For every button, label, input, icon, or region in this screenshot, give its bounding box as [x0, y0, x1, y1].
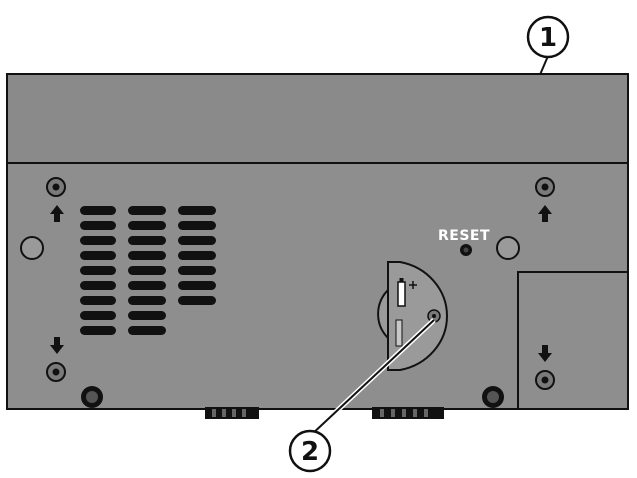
vent-slot [128, 266, 166, 275]
callout-2: 2 [288, 429, 332, 473]
vent-slot [128, 206, 166, 215]
screw-icon [535, 177, 555, 197]
vent-slot [128, 296, 166, 305]
vent-slot [178, 206, 216, 215]
callout-2-number: 2 [301, 437, 319, 467]
vent-grille [80, 206, 216, 335]
reset-button[interactable] [460, 244, 472, 256]
device-top-lip [6, 73, 629, 165]
arrow-up-icon [538, 205, 552, 222]
vent-slot [80, 296, 116, 305]
vent-slot [178, 281, 216, 290]
vent-slot [80, 311, 116, 320]
vent-slot [128, 221, 166, 230]
vent-slot [128, 326, 166, 335]
vent-slot [80, 326, 116, 335]
reset-label: RESET [438, 228, 490, 244]
screw-icon [46, 362, 66, 382]
vent-slot [80, 221, 116, 230]
vent-slot [178, 296, 216, 305]
rubber-foot [482, 386, 504, 408]
arrow-down-icon [50, 337, 64, 354]
callout-1: 1 [526, 15, 570, 59]
vent-slot [80, 281, 116, 290]
mount-hole [20, 236, 44, 260]
rubber-foot [81, 386, 103, 408]
side-compartment [517, 271, 629, 410]
callout-1-number: 1 [539, 23, 557, 53]
vent-slot [178, 266, 216, 275]
vent-slot [128, 281, 166, 290]
vent-slot [80, 206, 116, 215]
vent-slot [80, 236, 116, 245]
callout-line-2 [309, 319, 435, 437]
vent-slot [128, 311, 166, 320]
vent-slot [178, 221, 216, 230]
screw-icon [535, 370, 555, 390]
arrow-down-icon [538, 345, 552, 362]
vent-slot [128, 236, 166, 245]
vent-slot [80, 266, 116, 275]
battery-icon [397, 278, 417, 307]
vent-slot [80, 251, 116, 260]
arrow-up-icon [50, 205, 64, 222]
device-body [6, 73, 629, 410]
vent-slot [178, 236, 216, 245]
screw-icon [46, 177, 66, 197]
vent-slot [128, 251, 166, 260]
vent-slot [178, 251, 216, 260]
mount-hole [496, 236, 520, 260]
bottom-connector [205, 407, 259, 419]
bottom-connector [372, 407, 444, 419]
lid-marking [395, 319, 403, 347]
battery-cover[interactable] [377, 261, 448, 371]
